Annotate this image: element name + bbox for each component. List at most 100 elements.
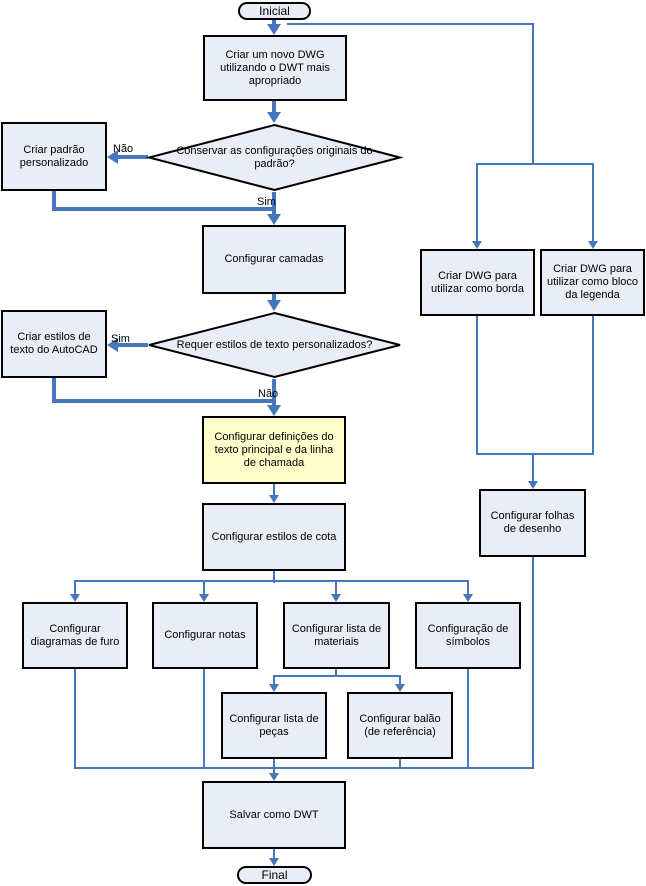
connector-estilos-merge bbox=[52, 399, 276, 403]
connector-branch-simbolos bbox=[467, 581, 469, 597]
arrowhead-down-icon bbox=[267, 214, 281, 225]
process-padrao-label: Criar padrão personalizado bbox=[19, 143, 89, 169]
connector-inicial-right bbox=[287, 23, 534, 25]
connector-conservar-nao bbox=[116, 155, 148, 159]
process-cota-label: Configurar estilos de cota bbox=[211, 530, 337, 543]
connector-requer-sim bbox=[116, 343, 148, 347]
arrowhead-down-icon bbox=[267, 300, 281, 311]
terminator-inicial: Inicial bbox=[238, 2, 311, 20]
process-estilos-texto-label: Criar estilos de texto do AutoCAD bbox=[10, 331, 98, 356]
process-notas: Configurar notas bbox=[152, 602, 258, 669]
arrowhead-down-icon bbox=[331, 594, 341, 602]
arrowhead-down-icon bbox=[199, 594, 209, 602]
connector-conservar-sim bbox=[272, 192, 276, 216]
arrowhead-left-icon bbox=[107, 338, 118, 352]
decision-conservar-label: Conservar as configurações originais do … bbox=[166, 133, 383, 182]
connector-requer-nao bbox=[272, 379, 276, 407]
arrowhead-down-icon bbox=[269, 773, 279, 781]
connector-merge-line bbox=[74, 767, 534, 769]
process-furo-label: Configurar diagramas de furo bbox=[30, 622, 120, 648]
process-simbolos: Configuração de símbolos bbox=[415, 602, 521, 669]
decision-requer bbox=[148, 311, 401, 379]
connector-branch-balao bbox=[399, 676, 401, 686]
connector-estilos-merge bbox=[52, 378, 56, 403]
process-salvar-label: Salvar como DWT bbox=[229, 808, 319, 821]
diamond-shape bbox=[148, 311, 401, 379]
connector-merge-salvar bbox=[273, 769, 275, 775]
connector-branch-borda bbox=[476, 164, 478, 243]
process-padrao: Criar padrão personalizado bbox=[1, 122, 107, 191]
process-materiais-label: Configurar lista de materiais bbox=[291, 622, 382, 648]
connector-pecas-merge bbox=[273, 759, 275, 769]
process-balao: Configurar balão (de referência) bbox=[347, 692, 453, 759]
arrowhead-down-icon bbox=[395, 684, 405, 692]
connector-salvar-final bbox=[273, 849, 275, 860]
connector-branch-notas bbox=[203, 581, 205, 597]
terminator-inicial-label: Inicial bbox=[259, 3, 290, 18]
connector-branch-row2 bbox=[273, 675, 401, 677]
arrowhead-down-icon bbox=[463, 594, 473, 602]
arrowhead-down-icon bbox=[269, 495, 279, 503]
decision-conservar-text: Conservar as configurações originais do … bbox=[176, 144, 373, 170]
process-folhas-label: Configurar folhas de desenho bbox=[490, 510, 575, 535]
process-notas-label: Configurar notas bbox=[164, 629, 246, 641]
process-simbolos-label: Configuração de símbolos bbox=[427, 622, 509, 648]
arrowhead-down-icon bbox=[70, 594, 80, 602]
edge-label-sim: Sim bbox=[111, 333, 130, 345]
connector-balao-merge bbox=[399, 759, 401, 769]
process-furo: Configurar diagramas de furo bbox=[22, 602, 128, 669]
connector-right-branch bbox=[476, 163, 594, 165]
process-borda: Criar DWG para utilizar como borda bbox=[420, 249, 535, 316]
connector-notas-merge bbox=[203, 669, 205, 769]
arrowhead-down-icon bbox=[269, 858, 279, 866]
process-borda-label: Criar DWG para utilizar como borda bbox=[431, 269, 524, 295]
arrowhead-down-icon bbox=[267, 112, 281, 123]
process-estilos-texto: Criar estilos de texto do AutoCAD bbox=[1, 310, 107, 378]
decision-requer-text: Requer estilos de texto personalizados? bbox=[176, 338, 373, 351]
process-novo-dwg-label: Criar um novo DWG utilizando o DWT mais … bbox=[220, 48, 330, 87]
process-definicoes-label: Configurar definições do texto principal… bbox=[214, 430, 334, 469]
process-salvar: Salvar como DWT bbox=[202, 781, 346, 849]
connector-definicoes-cota bbox=[273, 484, 275, 497]
process-pecas: Configurar lista de peças bbox=[221, 692, 327, 759]
process-cota: Configurar estilos de cota bbox=[202, 503, 346, 571]
process-balao-label: Configurar balão (de referência) bbox=[359, 712, 441, 738]
arrowhead-down-icon bbox=[472, 241, 482, 249]
connector-legenda-merge bbox=[592, 316, 594, 455]
connector-merge-folhas bbox=[532, 453, 534, 483]
arrowhead-down-icon bbox=[588, 241, 598, 249]
connector-folhas-merge bbox=[532, 557, 534, 769]
connector-cota-branch bbox=[273, 571, 275, 583]
arrowhead-down-icon bbox=[269, 684, 279, 692]
connector-furo-merge bbox=[74, 669, 76, 769]
arrowhead-down-icon bbox=[267, 24, 281, 35]
terminator-final: Final bbox=[237, 866, 312, 884]
process-legenda: Criar DWG para utilizar como bloco da le… bbox=[540, 249, 645, 316]
arrowhead-down-icon bbox=[267, 405, 281, 416]
connector-borda-merge bbox=[476, 316, 478, 455]
connector-branch-row1 bbox=[74, 580, 469, 582]
edge-label-sim: Sim bbox=[257, 196, 276, 208]
connector-branch-legenda bbox=[592, 164, 594, 243]
decision-conservar bbox=[146, 123, 403, 192]
connector-padrao-merge bbox=[52, 207, 276, 211]
process-definicoes-highlighted: Configurar definições do texto principal… bbox=[202, 416, 346, 484]
edge-label-nao: Não bbox=[113, 143, 134, 155]
process-legenda-label: Criar DWG para utilizar como bloco da le… bbox=[546, 263, 639, 301]
process-folhas: Configurar folhas de desenho bbox=[479, 489, 586, 557]
connector-simbolos-merge bbox=[467, 668, 469, 769]
decision-requer-label: Requer estilos de texto personalizados? bbox=[176, 321, 373, 369]
connector-padrao-merge bbox=[52, 191, 56, 211]
connector-right-merge bbox=[476, 453, 594, 455]
connector-branch-pecas bbox=[273, 676, 275, 686]
arrowhead-left-icon bbox=[107, 150, 118, 164]
terminator-final-label: Final bbox=[261, 867, 288, 882]
connector-materiais-branch bbox=[335, 669, 337, 677]
arrowhead-down-icon bbox=[528, 481, 538, 489]
process-novo-dwg: Criar um novo DWG utilizando o DWT mais … bbox=[203, 35, 347, 101]
edge-label-nao: Não bbox=[258, 388, 279, 400]
process-camadas-label: Configurar camadas bbox=[224, 253, 324, 265]
process-pecas-label: Configurar lista de peças bbox=[229, 712, 319, 738]
connector-novodwg-conservar bbox=[272, 101, 276, 113]
